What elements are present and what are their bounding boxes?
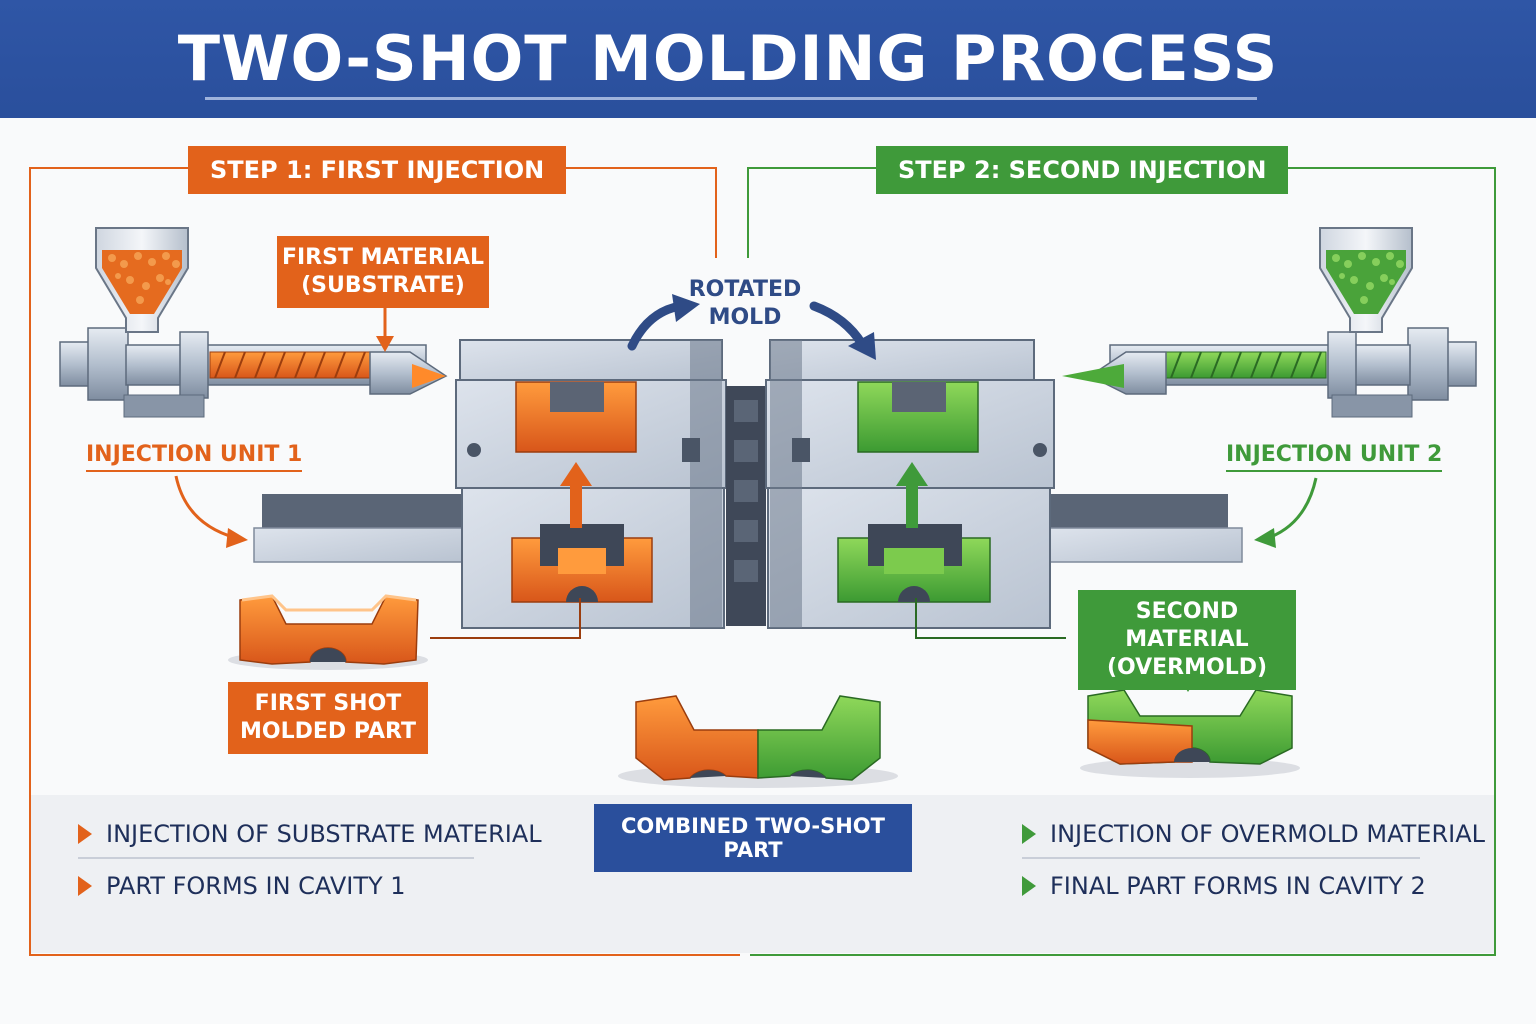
step1-title: STEP 1: FIRST INJECTION bbox=[188, 146, 567, 194]
step2-frame bbox=[747, 167, 1496, 956]
step2-bullet-2-text: FINAL PART FORMS IN CAVITY 2 bbox=[1050, 872, 1426, 900]
step2-bullet-1: INJECTION OF OVERMOLD MATERIAL bbox=[1022, 820, 1485, 848]
mold-block-icon bbox=[455, 339, 727, 629]
molded-part-icon bbox=[618, 695, 898, 788]
arrow-icon bbox=[174, 475, 1318, 548]
arrow-icon bbox=[560, 462, 928, 528]
rotated-mold-line1: ROTATED bbox=[688, 277, 802, 302]
hopper-icon bbox=[1319, 227, 1413, 333]
mold-hinge bbox=[726, 386, 766, 626]
bullet-triangle-icon bbox=[1022, 824, 1036, 844]
bullet-triangle-icon bbox=[1022, 876, 1036, 896]
second-material-line1: SECOND MATERIAL bbox=[1125, 599, 1249, 652]
step1-bullet-2: PART FORMS IN CAVITY 1 bbox=[78, 872, 406, 900]
step1-bullet-2-text: PART FORMS IN CAVITY 1 bbox=[106, 872, 406, 900]
first-shot-line1: FIRST SHOT bbox=[254, 691, 402, 716]
step1-frame bbox=[29, 167, 740, 956]
title-underline bbox=[205, 97, 1257, 100]
leader-lines bbox=[430, 598, 1066, 639]
hopper-icon bbox=[95, 227, 189, 333]
first-shot-line2: MOLDED PART bbox=[240, 719, 416, 744]
bullet-triangle-icon bbox=[78, 824, 92, 844]
bullet-divider bbox=[1022, 857, 1420, 859]
page-title: TWO-SHOT MOLDING PROCESS bbox=[177, 22, 1279, 95]
molded-part-icon bbox=[1080, 689, 1300, 778]
step2-title: STEP 2: SECOND INJECTION bbox=[876, 146, 1289, 194]
rotated-mold-line2: MOLD bbox=[708, 305, 782, 330]
injection-unit-1-label: INJECTION UNIT 1 bbox=[86, 442, 303, 472]
bullet-triangle-icon bbox=[78, 876, 92, 896]
header-banner: TWO-SHOT MOLDING PROCESS bbox=[0, 0, 1536, 118]
second-material-label: SECOND MATERIAL (OVERMOLD) bbox=[1078, 590, 1296, 690]
step1-bullet-1-text: INJECTION OF SUBSTRATE MATERIAL bbox=[106, 820, 542, 848]
arrow-icon bbox=[672, 294, 876, 360]
first-material-line1: FIRST MATERIAL bbox=[281, 245, 485, 270]
injection-unit-2-label: INJECTION UNIT 2 bbox=[1226, 442, 1443, 472]
first-shot-label: FIRST SHOT MOLDED PART bbox=[228, 682, 428, 754]
injection-unit-1 bbox=[59, 327, 448, 418]
step1-bullet-1: INJECTION OF SUBSTRATE MATERIAL bbox=[78, 820, 542, 848]
molded-part-icon bbox=[228, 594, 428, 670]
bullet-divider bbox=[78, 857, 474, 859]
first-material-line2: (SUBSTRATE) bbox=[301, 273, 465, 298]
second-material-line2: (OVERMOLD) bbox=[1106, 655, 1268, 680]
step2-bullet-1-text: INJECTION OF OVERMOLD MATERIAL bbox=[1050, 820, 1485, 848]
rotated-mold-label: ROTATED MOLD bbox=[680, 276, 810, 332]
step2-bullet-2: FINAL PART FORMS IN CAVITY 2 bbox=[1022, 872, 1426, 900]
injection-unit-2 bbox=[1062, 327, 1477, 418]
combined-part-label: COMBINED TWO-SHOT PART bbox=[594, 804, 912, 872]
first-material-label: FIRST MATERIAL (SUBSTRATE) bbox=[277, 236, 489, 308]
mold-block-icon bbox=[765, 339, 1055, 629]
